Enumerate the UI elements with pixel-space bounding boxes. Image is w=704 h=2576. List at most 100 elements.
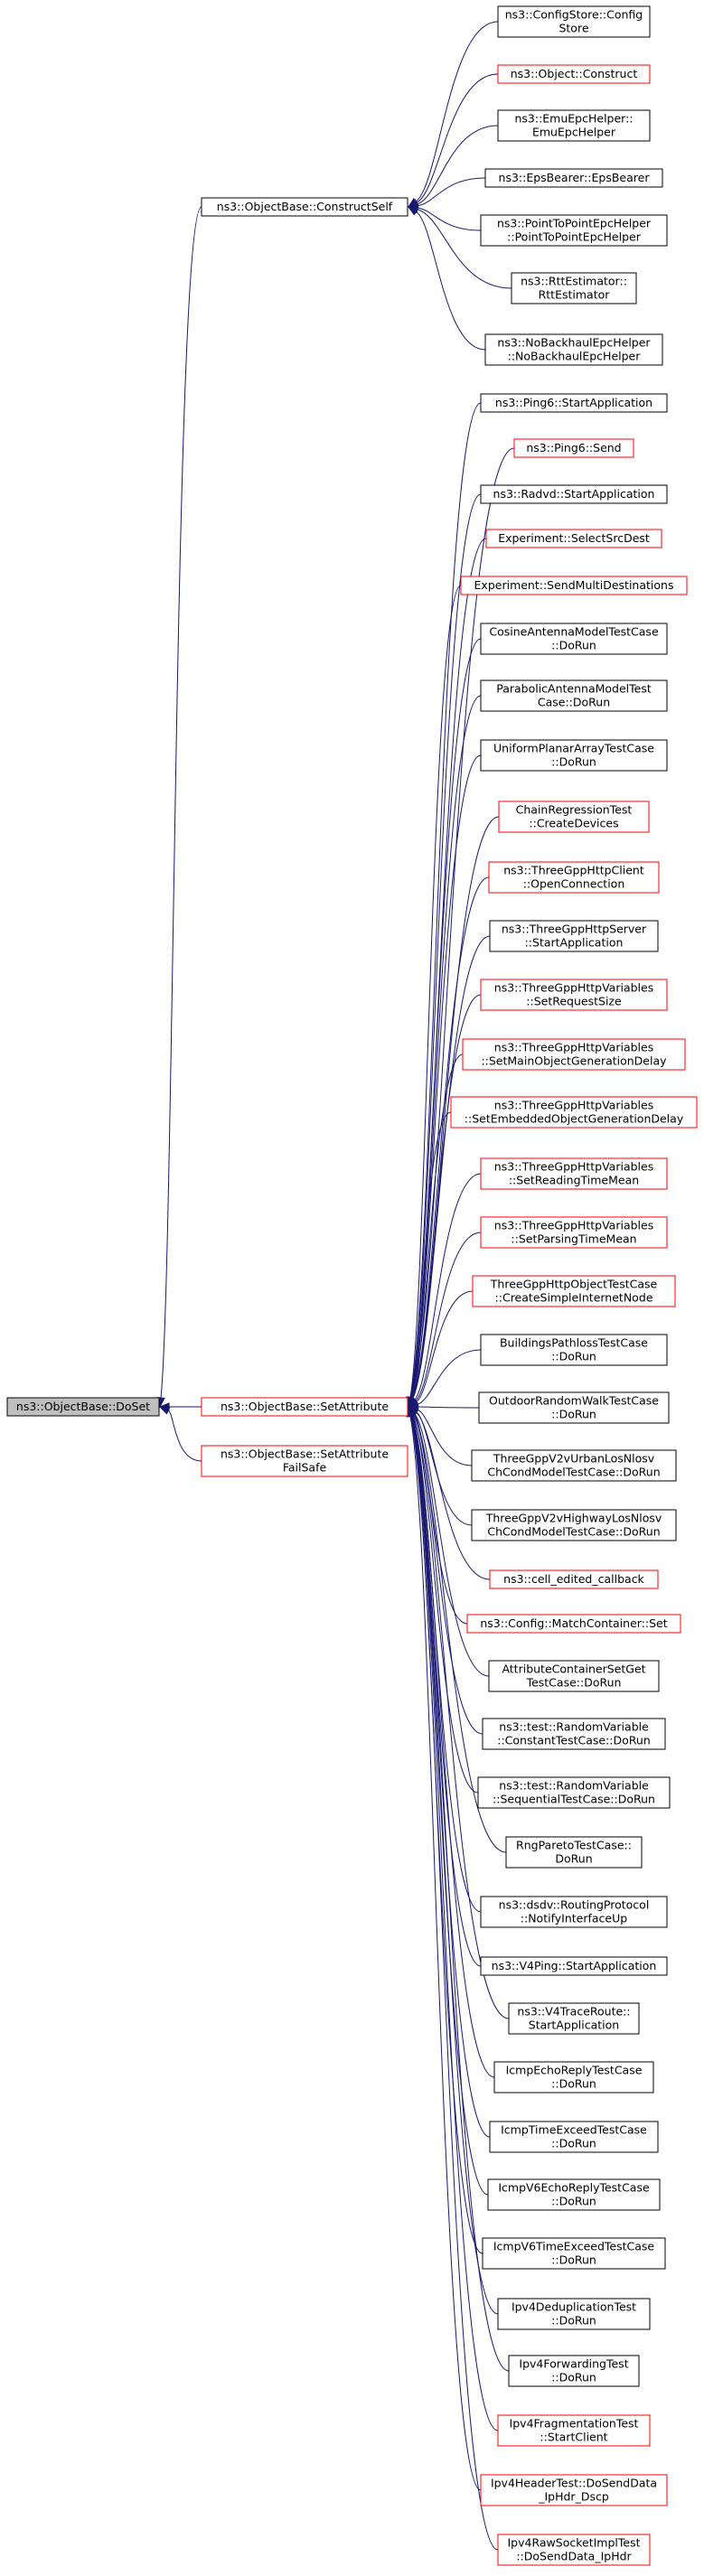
node-ping6-start[interactable]: ns3::Ping6::StartApplication — [480, 393, 668, 413]
edge-config-store-to-construct-self — [407, 21, 499, 208]
node-outdoor-random-walk[interactable]: OutdoorRandomWalkTestCase::DoRun — [478, 1391, 670, 1424]
node-label: ::DoRun — [551, 1408, 596, 1421]
node-rng-pareto[interactable]: RngParetoTestCase::DoRun — [505, 1836, 643, 1869]
node-label: ::DoRun — [551, 2314, 596, 2328]
node-box — [489, 2121, 659, 2153]
node-label: ::SetEmbeddedObjectGenerationDelay — [465, 1112, 684, 1126]
node-label: ::SetMainObjectGenerationDelay — [481, 1054, 667, 1068]
node-label: FailSafe — [283, 1461, 327, 1475]
node-random-sequential[interactable]: ns3::test::RandomVariable::SequentialTes… — [477, 1776, 671, 1809]
edge-line — [409, 1415, 499, 2431]
node-config-match-set[interactable]: ns3::Config::MatchContainer::Set — [466, 1614, 681, 1634]
node-set-attribute[interactable]: ns3::ObjectBase::SetAttribute — [201, 1397, 408, 1417]
node-label: ns3::ObjectBase::SetAttribute — [221, 1447, 389, 1461]
node-http-var-request[interactable]: ns3::ThreeGppHttpVariables::SetRequestSi… — [480, 979, 668, 1011]
node-emu-epc[interactable]: ns3::EmuEpcHelper::EmuEpcHelper — [497, 109, 651, 142]
node-p2p-epc[interactable]: ns3::PointToPointEpcHelper::PointToPoint… — [480, 214, 668, 247]
node-buildings-pathloss[interactable]: BuildingsPathlossTestCase::DoRun — [480, 1334, 668, 1366]
node-label: ::CreateSimpleInternetNode — [495, 1291, 653, 1305]
node-box — [508, 2002, 640, 2035]
edge-arrowhead — [158, 1406, 171, 1415]
edge-v4ping-start-to-set-attribute — [408, 1405, 482, 1967]
edge-line — [417, 207, 482, 231]
edge-line — [414, 1173, 482, 1400]
node-ipv4-forwarding[interactable]: Ipv4ForwardingTest::DoRun — [508, 2355, 640, 2387]
node-icmpv6-time-exceed[interactable]: IcmpV6TimeExceedTestCase::DoRun — [482, 2237, 666, 2270]
node-http-object-test[interactable]: ThreeGppHttpObjectTestCase::CreateSimple… — [472, 1275, 676, 1307]
node-cosine-ant[interactable]: CosineAntennaModelTestCase::DoRun — [480, 623, 668, 655]
node-threegpp-highway[interactable]: ThreeGppV2vHighwayLosNlosvChCondModelTes… — [471, 1509, 677, 1541]
node-label: ::DoRun — [551, 1350, 596, 1363]
edge-line — [411, 1415, 495, 2078]
node-label: ns3::Ping6::StartApplication — [495, 396, 652, 409]
node-exp-multi[interactable]: Experiment::SendMultiDestinations — [460, 576, 688, 595]
node-label: ::SetRequestSize — [526, 995, 622, 1008]
node-random-constant[interactable]: ns3::test::RandomVariable::ConstantTestC… — [482, 1718, 666, 1750]
node-label: Store — [559, 22, 588, 35]
edge-line — [160, 206, 202, 1399]
node-label: ::StartClient — [540, 2431, 607, 2444]
node-box — [508, 2355, 640, 2387]
node-v4traceroute-start[interactable]: ns3::V4TraceRoute::StartApplication — [508, 2002, 640, 2035]
node-cell-edited[interactable]: ns3::cell_edited_callback — [489, 1569, 659, 1589]
node-box — [480, 1896, 668, 1928]
node-label: ::DoSendData_IpHdr — [516, 2550, 632, 2563]
node-label: Case::DoRun — [538, 696, 610, 709]
node-exp-select[interactable]: Experiment::SelectSrcDest — [485, 529, 662, 548]
edge-set-attribute-failsafe-to-root — [158, 1406, 202, 1462]
node-label: ::DoRun — [551, 2137, 596, 2150]
node-ping6-send[interactable]: ns3::Ping6::Send — [513, 438, 634, 458]
node-construct-self[interactable]: ns3::ObjectBase::ConstructSelf — [201, 197, 408, 217]
node-rtt-estimator[interactable]: ns3::RttEstimator::RttEstimator — [511, 272, 637, 304]
node-ipv4-dedup[interactable]: Ipv4DeduplicationTest::DoRun — [497, 2298, 651, 2330]
node-nobackhaul-epc[interactable]: ns3::NoBackhaulEpcHelper::NoBackhaulEpcH… — [484, 333, 663, 366]
node-label: ThreeGppV2vHighwayLosNlosv — [485, 1512, 662, 1525]
node-label: ChCondModelTestCase::DoRun — [487, 1525, 660, 1539]
node-radvd-start[interactable]: ns3::Radvd::StartApplication — [480, 484, 668, 504]
node-box — [482, 2237, 666, 2270]
edge-eps-bearer-to-construct-self — [407, 177, 486, 211]
node-threegpp-urban[interactable]: ThreeGppV2vUrbanLosNlosvChCondModelTestC… — [471, 1449, 677, 1482]
node-dsdv-notify[interactable]: ns3::dsdv::RoutingProtocol::NotifyInterf… — [480, 1896, 668, 1928]
edge-emu-epc-to-construct-self — [407, 125, 499, 209]
edge-nobackhaul-epc-to-construct-self — [407, 206, 486, 351]
node-label: ns3::test::RandomVariable — [499, 1720, 649, 1734]
node-label: ::DoRun — [551, 2253, 596, 2267]
node-box — [471, 1449, 677, 1482]
node-chain-regression[interactable]: ChainRegressionTest::CreateDevices — [498, 801, 650, 833]
node-ipv4-raw-socket[interactable]: Ipv4RawSocketImplTest::DoSendData_IpHdr — [497, 2534, 651, 2566]
node-label: ::SetReadingTimeMean — [509, 1174, 639, 1187]
node-icmp-echo-reply[interactable]: IcmpEchoReplyTestCase::DoRun — [493, 2061, 654, 2094]
node-http-server-start[interactable]: ns3::ThreeGppHttpServer::StartApplicatio… — [489, 920, 659, 952]
node-http-var-embedded[interactable]: ns3::ThreeGppHttpVariables::SetEmbeddedO… — [450, 1096, 698, 1129]
node-http-var-reading[interactable]: ns3::ThreeGppHttpVariables::SetReadingTi… — [480, 1157, 668, 1190]
node-label: AttributeContainerSetGet — [502, 1663, 645, 1676]
node-label: ns3::ConfigStore::Config — [505, 8, 643, 22]
node-icmp-time-exceed[interactable]: IcmpTimeExceedTestCase::DoRun — [489, 2121, 659, 2153]
node-eps-bearer[interactable]: ns3::EpsBearer::EpsBearer — [484, 168, 663, 188]
node-ipv4-header[interactable]: Ipv4HeaderTest::DoSendData_IpHdr_Dscp — [480, 2474, 668, 2506]
node-object-construct[interactable]: ns3::Object::Construct — [497, 64, 651, 84]
node-icmpv6-echo-reply[interactable]: IcmpV6EchoReplyTestCase::DoRun — [487, 2178, 661, 2211]
edge-line — [417, 209, 512, 289]
node-box — [489, 1569, 659, 1589]
node-box — [497, 64, 651, 84]
node-http-var-main[interactable]: ns3::ThreeGppHttpVariables::SetMainObjec… — [462, 1038, 686, 1071]
node-http-var-parsing[interactable]: ns3::ThreeGppHttpVariables::SetParsingTi… — [480, 1216, 668, 1249]
edge-line — [417, 177, 486, 207]
node-doset: ns3::ObjectBase::DoSet — [6, 1397, 160, 1417]
node-http-client-open[interactable]: ns3::ThreeGppHttpClient::OpenConnection — [488, 861, 660, 894]
node-v4ping-start[interactable]: ns3::V4Ping::StartApplication — [480, 1956, 668, 1976]
edge-line — [411, 1414, 510, 2019]
node-uniform-planar[interactable]: UniformPlanarArrayTestCase::DoRun — [480, 739, 668, 772]
node-box — [497, 2534, 651, 2566]
edge-line — [409, 1415, 499, 2551]
node-config-store[interactable]: ns3::ConfigStore::ConfigStore — [497, 5, 651, 38]
edge-line — [415, 1411, 491, 1580]
node-ipv4-fragmentation[interactable]: Ipv4FragmentationTest::StartClient — [497, 2414, 651, 2447]
node-box — [201, 1397, 408, 1417]
node-label: ns3::ThreeGppHttpVariables — [494, 1160, 653, 1174]
